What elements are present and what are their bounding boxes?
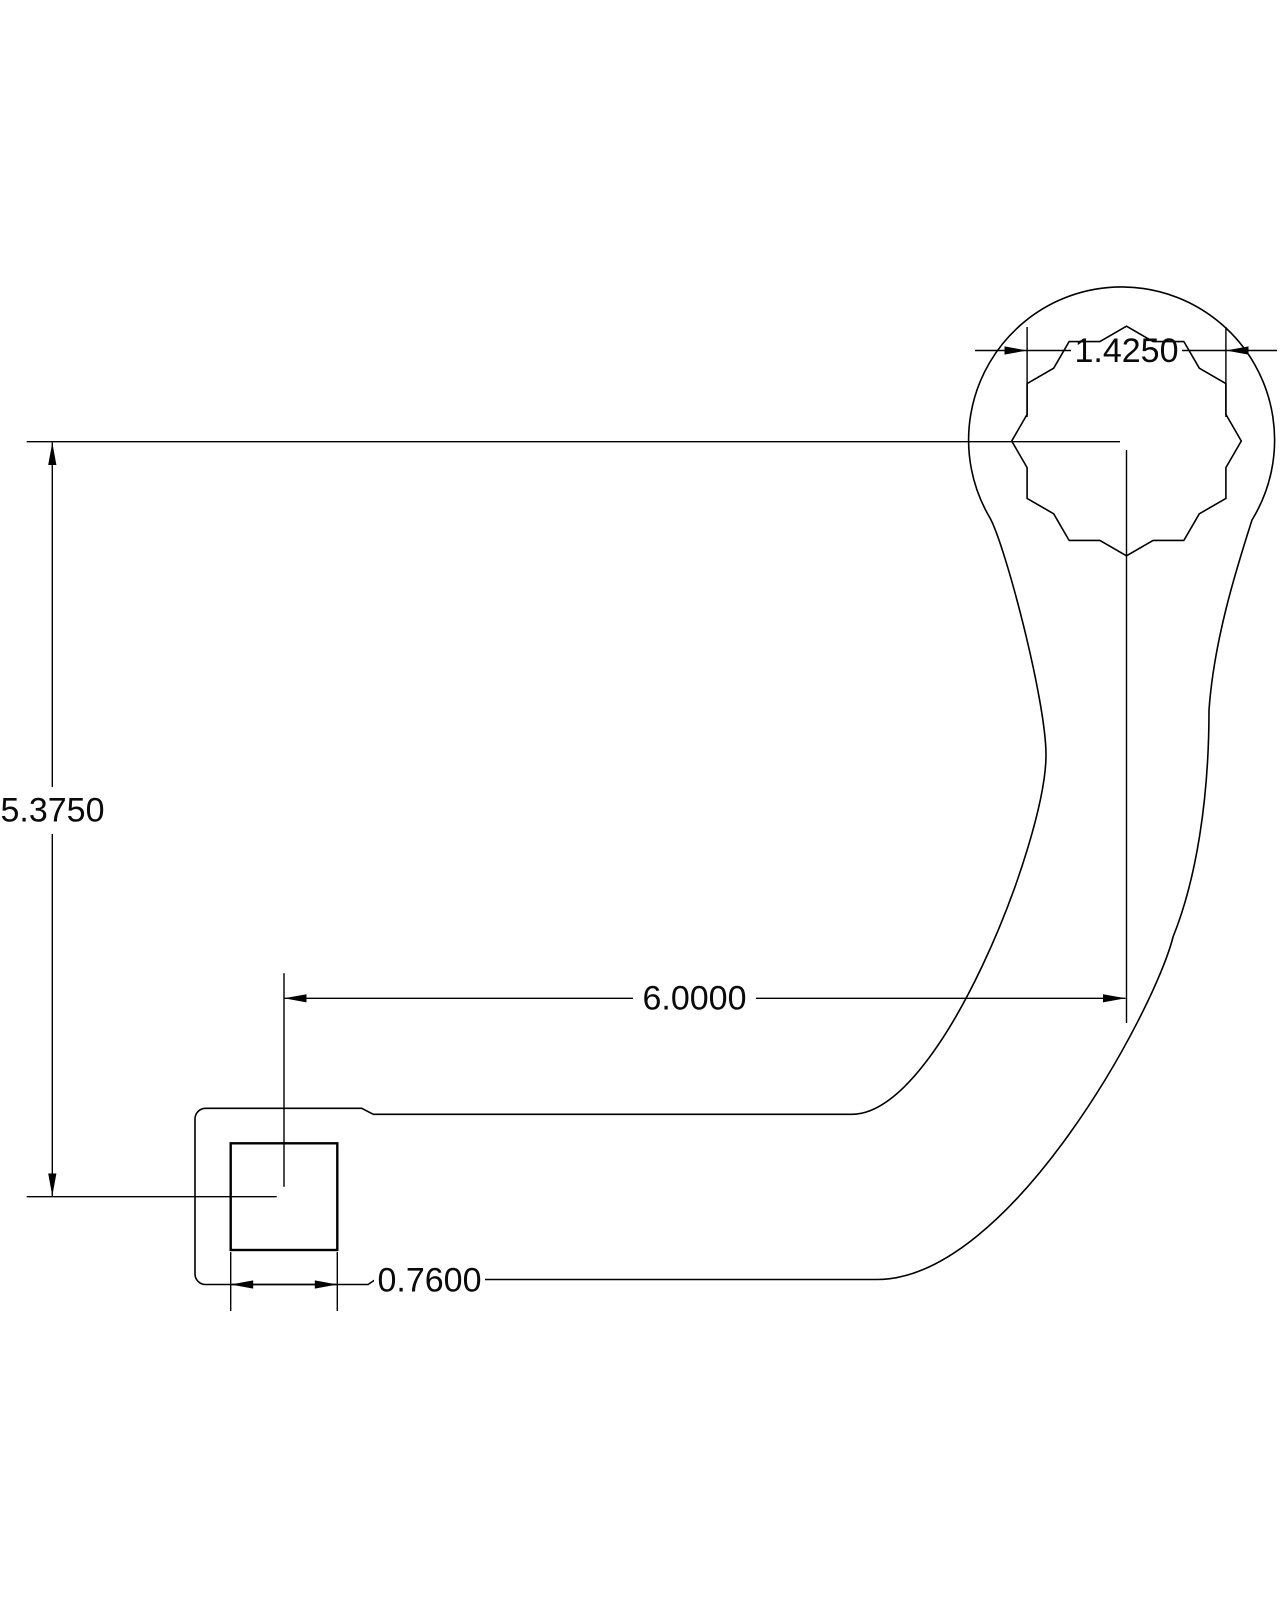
dimension-text-background [374,1262,485,1299]
dimension-text-horizontal-span: 6.0000 [643,980,747,1018]
arrowhead-bottom [48,1173,57,1196]
dimension-text-vertical-span: 5.3750 [1,792,105,830]
arrowhead-left [230,1280,254,1289]
arrowhead-right [1103,994,1126,1003]
arrowhead-left [284,994,307,1003]
dimension-horizontal-span: 6.0000 [284,980,1126,1018]
dimension-vertical-span: 5.3750 [1,442,105,1196]
wrench-part [194,286,1276,1286]
dimension-square-drive-width: 0.7600 [229,1252,485,1311]
arrowhead-right [314,1280,338,1289]
arrowhead-left [1004,346,1028,355]
dimension-ring-across-flats: 1.4250 [975,327,1277,417]
dimension-text-square-drive-width: 0.7600 [378,1262,482,1300]
center-lines [26,441,1128,1198]
dimension-text-ring-across-flats: 1.4250 [1075,332,1179,370]
arrowhead-top [48,442,57,465]
wrench-body-outline [194,286,1276,1286]
arrowhead-right [1225,346,1249,355]
